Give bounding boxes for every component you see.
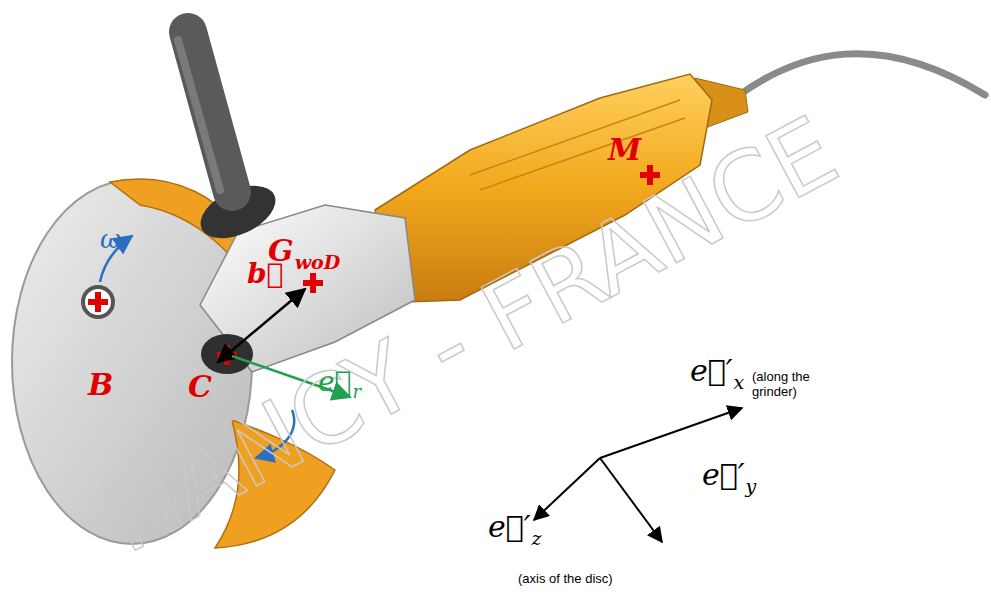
axis-label: e⃗′ xyxy=(690,356,733,386)
point-label: C xyxy=(188,372,212,402)
point-label: M xyxy=(608,135,641,165)
subscript: y xyxy=(746,477,757,496)
axis-note: (along the grinder) xyxy=(752,370,832,400)
subscript: x xyxy=(734,373,745,392)
handle-highlight xyxy=(178,40,220,190)
point-label: B xyxy=(88,370,113,400)
subscript: z xyxy=(532,529,542,548)
axis-label: e⃗′ xyxy=(702,460,745,490)
point-b-ring xyxy=(83,287,113,317)
subscript: r xyxy=(352,383,361,401)
body-line xyxy=(470,100,680,175)
cable xyxy=(735,54,985,98)
subscript: woD xyxy=(295,253,341,272)
axis-label: e⃗′ xyxy=(488,512,531,542)
rotation-symbol: ω xyxy=(100,226,121,252)
body-line xyxy=(480,118,685,190)
point-label: G xyxy=(268,236,294,266)
axis-note: (axis of the disc) xyxy=(518,572,613,585)
vector-label: e⃗ xyxy=(318,368,351,396)
vector-b xyxy=(230,289,305,352)
